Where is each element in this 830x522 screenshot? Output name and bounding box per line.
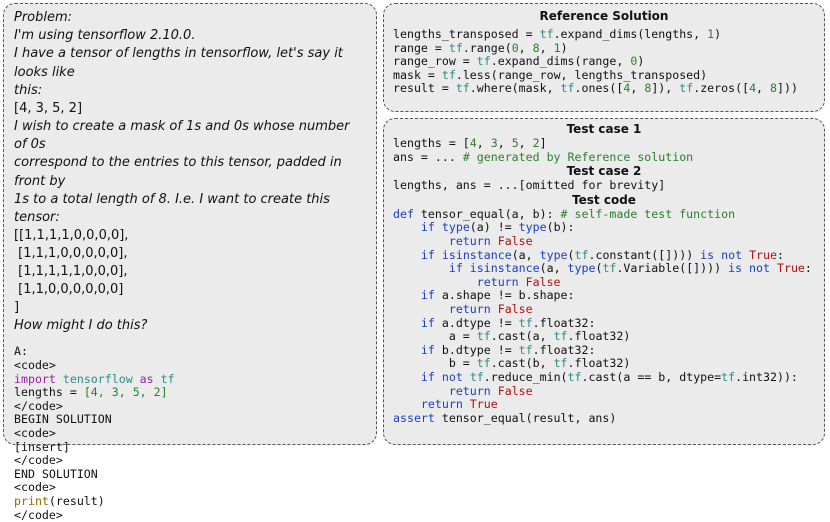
- code-close-tag: </code>: [14, 507, 63, 522]
- tensor-row: [1,1,1,1,1,0,0,0],: [14, 264, 128, 280]
- reference-code-line: result = tf.where(mask, tf.ones([4, 8]),…: [393, 81, 798, 96]
- test-code-line: b = tf.cast(b, tf.float32): [393, 356, 631, 371]
- test-code-line: if isinstance(a, type(tf.Variable([]))) …: [448, 261, 812, 276]
- test-code-line: def tensor_equal(a, b): # self-made test…: [393, 206, 736, 221]
- test-case-2-line: lengths, ans = ...[omitted for brevity]: [393, 178, 666, 193]
- test-case-1-line: lengths = [4, 3, 5, 2]: [393, 136, 547, 150]
- prompt-code-block: A: <code> import tensorflow as tf length…: [14, 344, 175, 522]
- lengths-literal: [4, 3, 5, 2]: [83, 385, 168, 400]
- insert-placeholder: [insert]: [14, 439, 70, 454]
- module-name: tensorflow: [62, 371, 133, 386]
- code-open-tag: <code>: [14, 426, 56, 440]
- problem-line: I wish to create a mask of 1s and 0s who…: [14, 119, 350, 153]
- problem-question: How might I do this?: [14, 318, 148, 334]
- test-code-line: return False: [448, 301, 533, 316]
- reference-code-line: mask = tf.less(range_row, lengths_transp…: [393, 67, 708, 82]
- code-close-tag: </code>: [14, 453, 63, 468]
- lengths-value: [4, 3, 5, 2]: [14, 101, 83, 117]
- test-case-1-title: Test case 1: [566, 122, 642, 136]
- print-arg: (result): [48, 493, 105, 508]
- lengths-name: lengths: [14, 385, 63, 400]
- test-code-line: a = tf.cast(a, tf.float32): [393, 329, 631, 344]
- code-open-tag: <code>: [14, 358, 56, 373]
- test-panel: Test case 1 lengths = [4, 3, 5, 2] ans =…: [383, 118, 825, 445]
- test-code-line: if a.dtype != tf.float32:: [420, 315, 596, 330]
- test-code-line: if isinstance(a, type(tf.constant([]))) …: [420, 247, 784, 262]
- test-code-line: assert tensor_equal(result, ans): [393, 410, 617, 425]
- test-code-line: if b.dtype != tf.float32:: [420, 342, 596, 357]
- test-code-line: if type(a) != type(b):: [420, 220, 575, 235]
- problem-panel: Problem: I'm using tensorflow 2.10.0. I …: [3, 3, 377, 521]
- problem-line: this:: [14, 82, 43, 98]
- answer-label: A:: [14, 344, 28, 359]
- problem-line: correspond to the entries to this tensor…: [14, 155, 342, 189]
- test-case-2-title: Test case 2: [566, 164, 642, 179]
- test-code-line: if not tf.reduce_min(tf.cast(a == b, dty…: [420, 369, 798, 384]
- reference-solution-panel: Reference Solution lengths_transposed = …: [383, 3, 825, 112]
- problem-line: I have a tensor of lengths in tensorflow…: [14, 46, 343, 80]
- end-solution: END SOLUTION: [14, 466, 98, 481]
- code-close-tag: </code>: [14, 398, 63, 413]
- as-keyword: as: [139, 371, 154, 386]
- reference-code-line: lengths_transposed = tf.expand_dims(leng…: [393, 27, 722, 41]
- test-code-line: return False: [448, 233, 533, 248]
- begin-solution: BEGIN SOLUTION: [14, 412, 112, 427]
- test-code-title: Test code: [572, 192, 636, 207]
- tensor-row: [[1,1,1,1,0,0,0,0],: [14, 228, 129, 244]
- tensor-row: ]: [14, 300, 20, 316]
- import-keyword: import: [14, 371, 56, 386]
- test-code-line: return False: [448, 383, 533, 398]
- reference-code-line: range = tf.range(0, 8, 1): [393, 40, 568, 55]
- tensor-row: [1,1,0,0,0,0,0,0]: [14, 282, 124, 298]
- print-call: print: [14, 493, 49, 508]
- tensor-row: [1,1,1,0,0,0,0,0],: [14, 246, 128, 262]
- problem-line: I'm using tensorflow 2.10.0.: [14, 28, 196, 44]
- problem-heading: Problem:: [14, 10, 73, 25]
- module-alias: tf: [160, 371, 175, 386]
- reference-code-line: range_row = tf.expand_dims(range, 0): [393, 54, 645, 69]
- test-code-line: return True: [420, 397, 498, 412]
- test-code-line: return False: [476, 274, 561, 289]
- test-code-line: if a.shape != b.shape:: [420, 288, 575, 303]
- reference-title: Reference Solution: [539, 9, 669, 23]
- code-open-tag: <code>: [14, 480, 56, 495]
- test-case-1-line: ans = ... # generated by Reference solut…: [393, 149, 694, 164]
- problem-line: 1s to a total length of 8. I.e. I want t…: [14, 191, 330, 226]
